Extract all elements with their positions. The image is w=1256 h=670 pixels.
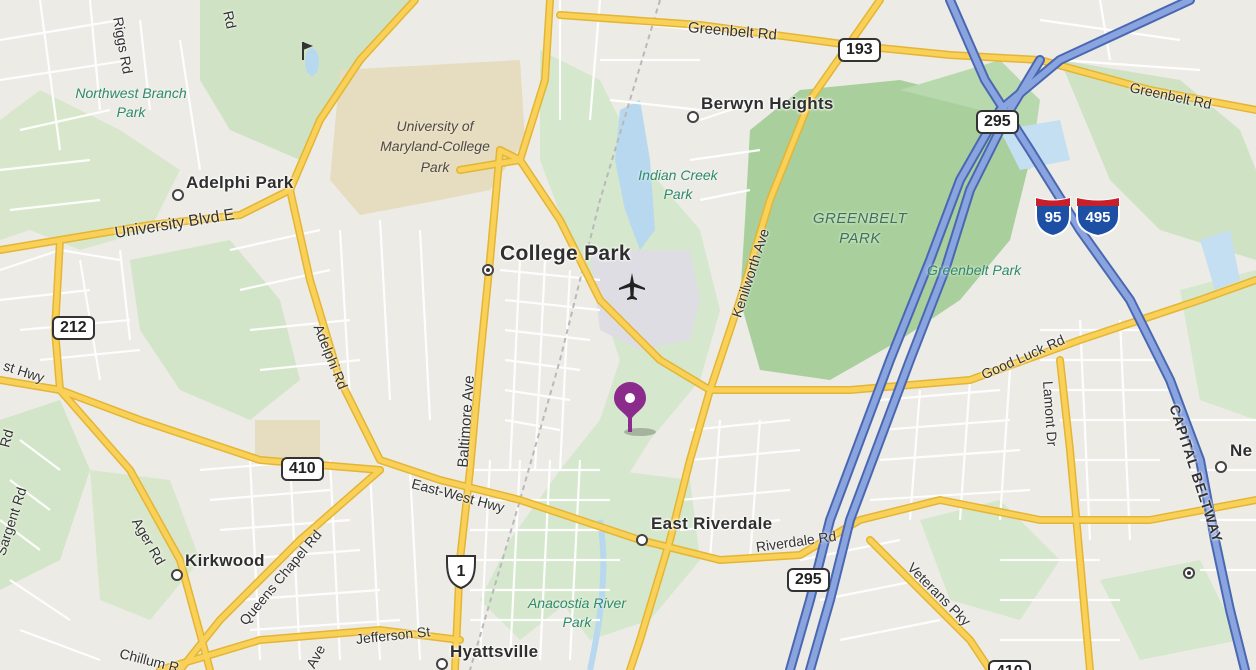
route-212-shield: 212 — [52, 316, 95, 340]
adelphi-park-dot — [172, 189, 184, 201]
route-295-shield-south: 295 — [787, 568, 830, 592]
label-berwyn-heights: Berwyn Heights — [701, 94, 834, 113]
label-anacostia-river-park: Anacostia River Park — [527, 595, 627, 630]
route-410-shield-partial: 410 — [988, 660, 1031, 670]
east-riverdale-dot — [636, 534, 648, 546]
label-hyattsville: Hyattsville — [450, 642, 539, 661]
label-university-of-maryland: University of Maryland-College Park — [380, 118, 490, 175]
airport-area — [590, 250, 700, 350]
railroad-line — [469, 0, 661, 670]
golf-flag-icon — [302, 42, 313, 60]
kirkwood-dot — [171, 569, 183, 581]
label-kirkwood: Kirkwood — [185, 551, 265, 570]
label-indian-creek-park: Indian Creek Park — [638, 167, 718, 202]
berwyn-heights-dot — [687, 111, 699, 123]
label-adelphi-park: Adelphi Park — [186, 173, 294, 192]
label-northwest-branch-park: Northwest Branch Park — [75, 85, 187, 120]
new-carrollton-dot — [1215, 461, 1227, 473]
college-park-dot — [482, 264, 494, 276]
label-greenbelt-park-area: GREENBELT PARK — [812, 210, 908, 248]
airplane-icon — [619, 273, 645, 300]
interstate-495-shield: 495 — [1074, 196, 1122, 238]
us-route-1-shield: 1 — [444, 554, 478, 590]
interchange-dot — [1183, 567, 1195, 579]
route-410-shield: 410 — [281, 457, 324, 481]
label-college-park: College Park — [500, 242, 631, 265]
location-pin-icon[interactable] — [606, 380, 660, 438]
label-new-carrollton: Ne — [1230, 441, 1253, 460]
interstate-95-shield: 95 — [1033, 196, 1073, 238]
hyattsville-dot — [436, 658, 448, 670]
university-campus-area — [330, 60, 525, 215]
label-east-riverdale: East Riverdale — [651, 514, 773, 533]
route-295-shield-north: 295 — [976, 110, 1019, 134]
label-greenbelt-park: Greenbelt Park — [927, 262, 1022, 278]
route-193-shield: 193 — [838, 38, 881, 62]
campus-block — [255, 420, 320, 460]
label-rd-top: Rd — [220, 9, 240, 31]
